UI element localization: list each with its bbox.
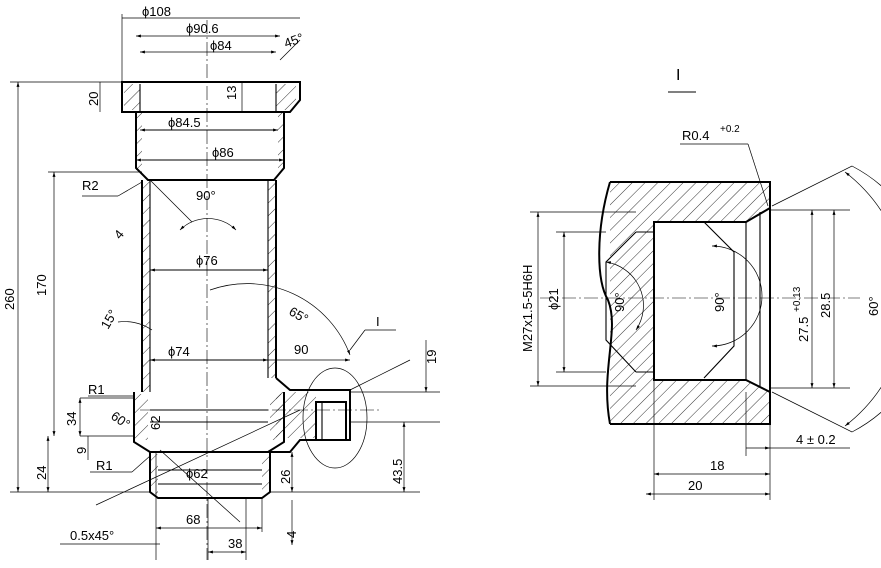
dim-h4: 4 — [284, 531, 299, 538]
dim-d74: ϕ74 — [168, 344, 190, 359]
dim-h24: 24 — [34, 466, 49, 480]
dim-chamfer-top: 45° — [282, 30, 306, 51]
section-mark-i: I — [376, 314, 380, 329]
dim-h34: 34 — [64, 412, 79, 426]
detail-dim-d28-5: 28.5 — [818, 293, 833, 318]
detail-dim-w4: 4 ± 0.2 — [796, 432, 836, 447]
dim-chamfer-bottom: 0.5x45° — [70, 528, 114, 543]
detail-dim-a90-left: 90° — [612, 292, 627, 312]
dim-r1a: R1 — [88, 382, 105, 397]
main-section-view: ϕ108 ϕ90.6 ϕ84 45° 20 13 ϕ84.5 ϕ86 R2 4 … — [2, 4, 440, 560]
dim-h19: 19 — [424, 350, 439, 364]
detail-view-i: I — [520, 67, 881, 500]
dim-h43-5: 43.5 — [390, 459, 405, 484]
detail-dim-r04-tol: +0.2 — [720, 124, 740, 135]
dim-d84-5: ϕ84.5 — [168, 115, 201, 130]
dim-d84: ϕ84 — [210, 38, 232, 53]
dim-h260: 260 — [2, 288, 17, 310]
detail-dim-d21: ϕ21 — [546, 288, 561, 310]
detail-dim-a60: 60° — [866, 296, 881, 316]
dim-w38: 38 — [228, 536, 242, 551]
detail-dim-w18: 18 — [710, 458, 724, 473]
dim-r1b: R1 — [96, 458, 113, 473]
dim-a15: 15° — [98, 307, 121, 332]
dim-v62: 62 — [148, 416, 163, 430]
detail-title: I — [676, 67, 680, 84]
dim-h20: 20 — [86, 92, 101, 106]
dim-h13: 13 — [224, 86, 239, 100]
dim-d86: ϕ86 — [212, 145, 234, 160]
detail-dim-w20: 20 — [688, 478, 702, 493]
detail-dim-r04: R0.4 — [682, 128, 709, 143]
dim-h26: 26 — [278, 470, 293, 484]
dim-h9: 9 — [74, 447, 89, 454]
dim-a60: 60° — [108, 408, 133, 432]
dim-a65: 65° — [287, 304, 312, 327]
dim-d108: ϕ108 — [142, 4, 171, 19]
dim-d90-6: ϕ90.6 — [186, 21, 219, 36]
dim-a90: 90° — [196, 188, 216, 203]
detail-dim-a90-right: 90° — [712, 292, 727, 312]
detail-dim-d27-5-tol: +0.13 — [792, 286, 803, 312]
dim-t4: 4 — [111, 227, 127, 242]
dim-r2: R2 — [82, 178, 99, 193]
dim-len90: 90 — [294, 342, 308, 357]
dim-w68: 68 — [186, 512, 200, 527]
detail-dim-d27-5: 27.5 — [796, 317, 811, 342]
dim-d62: ϕ62 — [186, 466, 208, 481]
dim-d76: ϕ76 — [196, 253, 218, 268]
detail-dim-thread: M27x1.5-5H6H — [520, 265, 535, 352]
dim-h170: 170 — [34, 274, 49, 296]
